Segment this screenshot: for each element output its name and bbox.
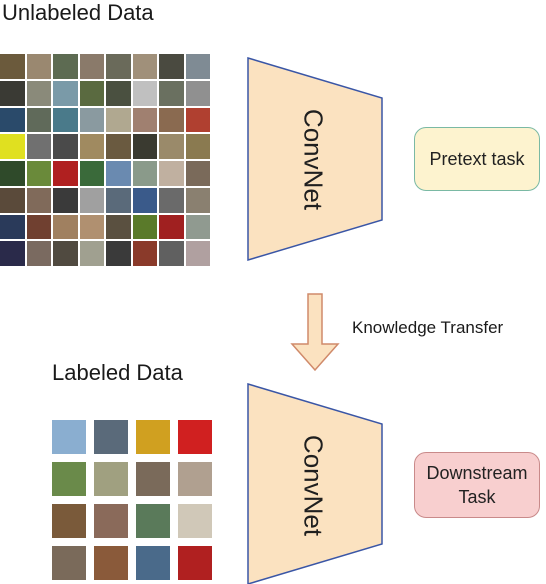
unlabeled-image-tile [185, 134, 210, 159]
unlabeled-image-tile [132, 134, 157, 159]
labeled-image-tile [94, 462, 128, 496]
pretext-task-label: Pretext task [429, 149, 525, 169]
unlabeled-image-grid [0, 54, 210, 266]
unlabeled-image-tile [106, 241, 131, 266]
unlabeled-image-tile [185, 107, 210, 133]
unlabeled-image-tile [53, 107, 78, 133]
unlabeled-image-tile [106, 187, 131, 213]
unlabeled-image-tile [79, 107, 104, 133]
unlabeled-image-tile [159, 54, 184, 79]
unlabeled-image-tile [26, 161, 51, 186]
unlabeled-image-tile [159, 187, 184, 213]
unlabeled-image-tile [79, 187, 104, 213]
unlabeled-image-tile [79, 134, 104, 159]
downstream-task-box: Downstream Task [414, 452, 540, 518]
unlabeled-image-tile [106, 107, 131, 133]
unlabeled-image-tile [26, 241, 51, 266]
unlabeled-image-tile [26, 187, 51, 213]
labeled-image-tile [136, 546, 170, 580]
labeled-image-tile [52, 504, 86, 538]
bottom-convnet-label: ConvNet [298, 434, 329, 537]
labeled-image-tile [94, 546, 128, 580]
unlabeled-image-tile [79, 80, 104, 106]
unlabeled-image-tile [106, 214, 131, 240]
unlabeled-image-tile [185, 214, 210, 240]
unlabeled-image-tile [79, 54, 104, 79]
unlabeled-image-tile [106, 80, 131, 106]
unlabeled-image-tile [53, 80, 78, 106]
labeled-image-tile [136, 462, 170, 496]
unlabeled-image-tile [0, 161, 25, 186]
unlabeled-image-tile [159, 161, 184, 186]
labeled-image-tile [178, 420, 212, 454]
unlabeled-image-tile [159, 107, 184, 133]
labeled-image-tile [178, 504, 212, 538]
labeled-image-grid [52, 420, 212, 580]
top-convnet-label: ConvNet [298, 108, 329, 211]
labeled-image-tile [52, 462, 86, 496]
unlabeled-image-tile [0, 107, 25, 133]
pretext-task-box: Pretext task [414, 127, 540, 191]
unlabeled-image-tile [185, 80, 210, 106]
unlabeled-image-tile [159, 214, 184, 240]
top-convnet-shape [247, 56, 383, 262]
unlabeled-image-tile [159, 80, 184, 106]
unlabeled-image-tile [106, 161, 131, 186]
unlabeled-image-tile [132, 107, 157, 133]
unlabeled-image-tile [185, 241, 210, 266]
labeled-image-tile [52, 546, 86, 580]
unlabeled-image-tile [0, 214, 25, 240]
unlabeled-image-tile [26, 214, 51, 240]
unlabeled-image-tile [79, 214, 104, 240]
knowledge-transfer-arrow [290, 293, 340, 372]
unlabeled-image-tile [26, 107, 51, 133]
unlabeled-image-tile [0, 80, 25, 106]
unlabeled-image-tile [132, 241, 157, 266]
unlabeled-image-tile [159, 241, 184, 266]
unlabeled-image-tile [132, 161, 157, 186]
unlabeled-image-tile [185, 187, 210, 213]
unlabeled-image-tile [0, 54, 25, 79]
labeled-data-title: Labeled Data [52, 360, 183, 385]
labeled-image-tile [94, 504, 128, 538]
bottom-convnet-shape [247, 382, 383, 584]
labeled-image-tile [94, 420, 128, 454]
unlabeled-image-tile [132, 214, 157, 240]
unlabeled-image-tile [26, 134, 51, 159]
labeled-image-tile [136, 504, 170, 538]
unlabeled-image-tile [0, 134, 25, 159]
unlabeled-image-tile [53, 214, 78, 240]
labeled-image-tile [178, 546, 212, 580]
unlabeled-image-tile [53, 134, 78, 159]
unlabeled-image-tile [53, 187, 78, 213]
unlabeled-image-tile [26, 54, 51, 79]
labeled-image-tile [52, 420, 86, 454]
unlabeled-image-tile [185, 161, 210, 186]
unlabeled-image-tile [53, 161, 78, 186]
unlabeled-image-tile [159, 134, 184, 159]
unlabeled-image-tile [132, 80, 157, 106]
downstream-line2: Task [458, 487, 496, 507]
unlabeled-image-tile [132, 54, 157, 79]
downstream-line1: Downstream [426, 463, 528, 483]
labeled-image-tile [178, 462, 212, 496]
unlabeled-image-tile [79, 161, 104, 186]
unlabeled-image-tile [185, 54, 210, 79]
unlabeled-image-tile [132, 187, 157, 213]
unlabeled-image-tile [53, 54, 78, 79]
unlabeled-image-tile [106, 54, 131, 79]
downstream-task-label: Downstream Task [426, 461, 527, 509]
unlabeled-image-tile [79, 241, 104, 266]
unlabeled-image-tile [53, 241, 78, 266]
unlabeled-image-tile [106, 134, 131, 159]
unlabeled-data-title: Unlabeled Data [2, 0, 154, 25]
unlabeled-image-tile [26, 80, 51, 106]
unlabeled-image-tile [0, 241, 25, 266]
knowledge-transfer-label: Knowledge Transfer [352, 318, 504, 337]
unlabeled-image-tile [0, 187, 25, 213]
labeled-image-tile [136, 420, 170, 454]
